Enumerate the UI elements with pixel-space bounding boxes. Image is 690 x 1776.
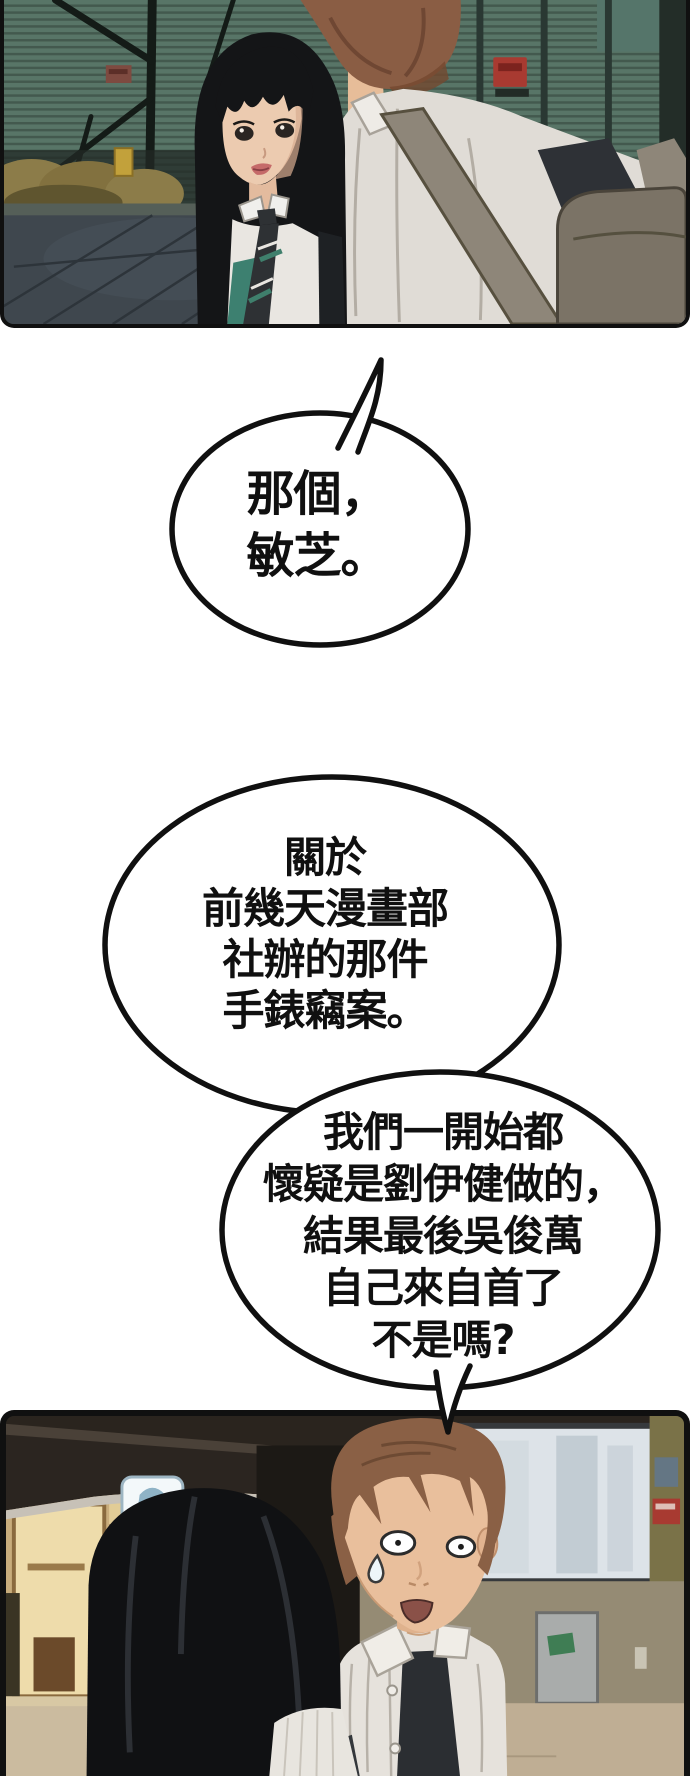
panel-top xyxy=(0,0,690,328)
speech-bubble-1-text: 那個， 敏芝。 xyxy=(167,463,467,587)
backpack-body xyxy=(556,186,686,324)
speech-bubble-3-text: 我們一開始都 懷疑是劉伊健做的， 結果最後吳俊萬 自己來自首了 不是嗎? xyxy=(243,1106,643,1366)
startled-boy xyxy=(330,1417,508,1776)
boy2-hair xyxy=(331,1417,506,1546)
speech-line: 社辦的那件 xyxy=(222,935,428,984)
speech-bubble-1 xyxy=(169,357,471,648)
speech-line: 手錶竊案。 xyxy=(222,986,428,1035)
speech-line: 我們一開始都 xyxy=(323,1108,564,1156)
panel-top-illustration xyxy=(4,0,686,324)
small-shutter-sign xyxy=(105,65,132,83)
girl-bag-strap xyxy=(318,231,345,324)
door-green-sign xyxy=(547,1632,576,1656)
girl-lips xyxy=(251,163,272,175)
boy2-tshirt xyxy=(397,1650,460,1776)
blue-sign xyxy=(654,1457,679,1487)
boy2-open-mouth xyxy=(399,1598,434,1624)
speech-line: 不是嗎? xyxy=(371,1316,516,1364)
girl-figure xyxy=(194,32,347,324)
panel-bottom-illustration xyxy=(6,1416,684,1776)
panel-bottom xyxy=(0,1410,690,1776)
yellow-post xyxy=(113,147,134,177)
speech-line: 敏芝。 xyxy=(246,528,388,584)
girl-eyes xyxy=(232,118,296,141)
backpack-strap-left xyxy=(379,107,564,324)
girl-face xyxy=(222,85,302,185)
girl-bangs xyxy=(215,46,314,123)
boy2-collar-left xyxy=(360,1622,415,1678)
grey-door xyxy=(535,1611,600,1705)
red-sign xyxy=(652,1498,681,1525)
speech-bubble-1-tail xyxy=(335,357,384,455)
speech-bubble-3 xyxy=(219,1069,661,1435)
speech-bubble-2-text: 關於 前幾天漫畫部 社辦的那件 手錶竊案。 xyxy=(125,832,525,1036)
speech-line: 自己來自首了 xyxy=(323,1264,564,1312)
sweat-drop xyxy=(367,1553,385,1584)
girl-tie xyxy=(243,208,283,324)
girl-foreground xyxy=(86,1488,358,1776)
speech-line: 懷疑是劉伊健做的， xyxy=(263,1160,624,1208)
speech-line: 前幾天漫畫部 xyxy=(201,884,449,933)
speech-line: 關於 xyxy=(283,833,367,882)
speech-bubble-2 xyxy=(102,774,562,1116)
boy-hair-back xyxy=(300,0,461,90)
girl2-shoulder xyxy=(269,1707,358,1776)
boy2-collar-right xyxy=(433,1623,472,1660)
speech-line: 那個， xyxy=(246,466,388,522)
red-wall-sign xyxy=(493,57,529,97)
boy-back-figure xyxy=(300,0,686,324)
speech-line: 結果最後吳俊萬 xyxy=(303,1212,584,1260)
boy2-blank-eyes xyxy=(379,1530,477,1559)
